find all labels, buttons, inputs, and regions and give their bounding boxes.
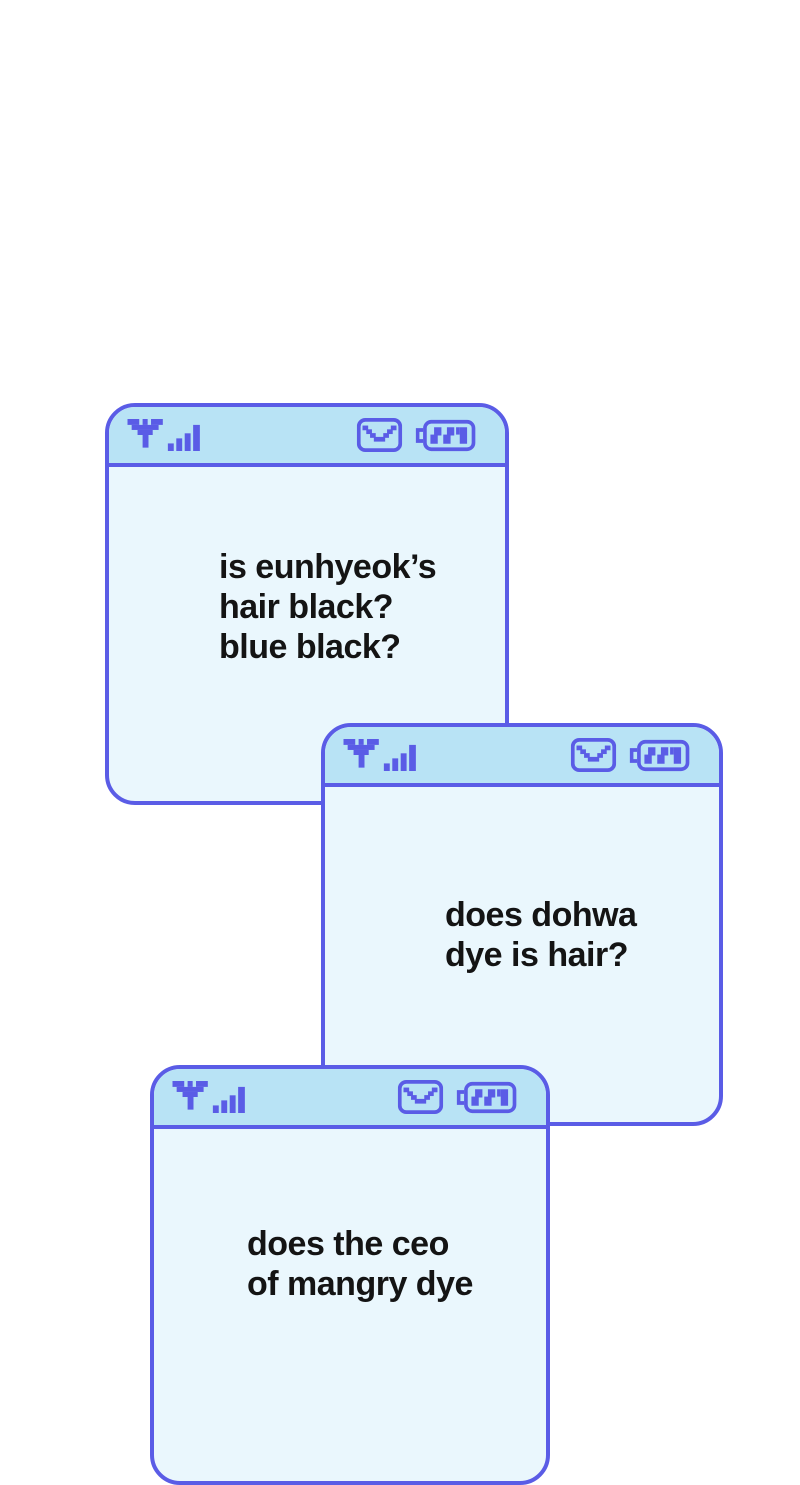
- signal-strength-icon: [343, 739, 418, 771]
- mail-icon: [570, 738, 617, 772]
- signal-strength-icon: [127, 419, 202, 451]
- message-window-2: does dohwa dye is hair?: [321, 723, 723, 1126]
- question-text-line: does the ceo: [247, 1225, 449, 1263]
- question-text-line: of mangry dye: [247, 1265, 473, 1303]
- message-screen: does dohwa dye is hair?: [325, 787, 719, 975]
- message-screen: does the ceo of mangry dye: [154, 1129, 546, 1304]
- message-window-1: is eunhyeok’s hair black? blue black?: [105, 403, 509, 805]
- battery-icon: [413, 419, 479, 452]
- mail-icon: [356, 418, 403, 452]
- message-screen: is eunhyeok’s hair black? blue black?: [109, 467, 505, 667]
- status-bar: [109, 407, 505, 467]
- status-bar: [325, 727, 719, 787]
- battery-icon: [627, 739, 693, 772]
- mail-icon: [397, 1080, 444, 1114]
- status-bar: [154, 1069, 546, 1129]
- question-text-line: does dohwa: [445, 896, 637, 934]
- battery-icon: [454, 1081, 520, 1114]
- question-text-line: blue black?: [219, 628, 401, 666]
- question-text-line: hair black?: [219, 588, 394, 626]
- message-window-3: does the ceo of mangry dye: [150, 1065, 550, 1485]
- question-text-line: is eunhyeok’s: [219, 548, 437, 586]
- question-text-line: dye is hair?: [445, 936, 628, 974]
- signal-strength-icon: [172, 1081, 247, 1113]
